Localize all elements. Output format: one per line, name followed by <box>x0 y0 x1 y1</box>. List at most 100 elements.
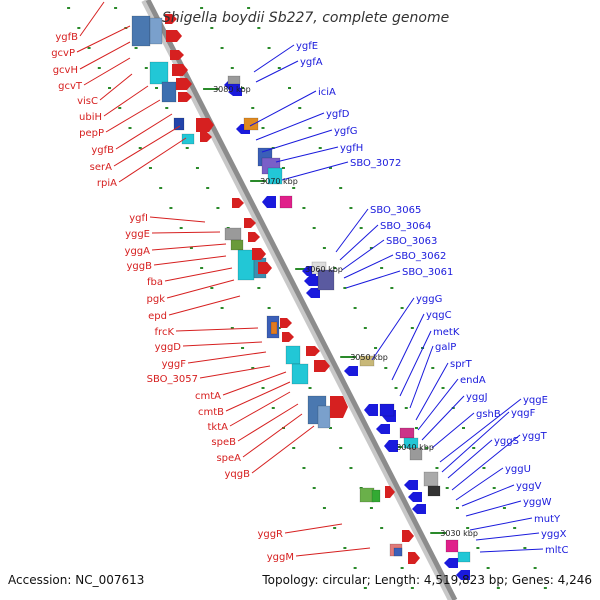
gene-label-right: yqgF <box>511 408 536 419</box>
gene-block <box>173 117 185 131</box>
ruler-label: 3070 kbp <box>260 177 298 186</box>
connector-left <box>182 341 263 347</box>
connector-right <box>335 208 369 253</box>
gene-arrow <box>178 92 192 102</box>
gene-arrow <box>248 232 260 242</box>
gene-label-right: endA <box>460 375 486 386</box>
gene-arrow <box>384 440 398 452</box>
gene-block <box>181 133 195 145</box>
gene-block <box>423 471 439 487</box>
gene-arrow <box>456 570 470 580</box>
gene-label-right: metK <box>433 327 460 338</box>
gene-label-left: epd <box>148 311 167 322</box>
connector-right <box>451 434 521 491</box>
gene-arrow <box>172 64 188 76</box>
connector-left <box>242 413 303 458</box>
gene-label-left: frcK <box>155 327 175 338</box>
connector-left <box>79 1 105 37</box>
gene-arrow <box>200 132 212 142</box>
gene-arrow <box>166 30 182 42</box>
connector-left <box>222 371 287 396</box>
connector-right <box>461 484 515 507</box>
gene-block <box>279 195 293 209</box>
gene-arrow <box>364 404 378 416</box>
connector-left <box>199 365 271 379</box>
connector-left <box>113 125 181 167</box>
connector-right <box>341 239 385 271</box>
gene-block <box>291 363 309 385</box>
gene-label-right: yggJ <box>466 392 488 403</box>
connector-right <box>409 345 434 409</box>
connector-right <box>479 548 544 553</box>
gene-arrow <box>376 424 390 434</box>
map-title: Shigella boydii Sb227, complete genome <box>162 10 449 26</box>
backbone-line <box>145 0 458 600</box>
connector-right <box>391 313 425 381</box>
gene-arrow <box>408 492 422 502</box>
gene-label-right: SBO_3062 <box>395 251 446 262</box>
gene-block <box>317 269 335 291</box>
gene-label-left: fba <box>147 277 163 288</box>
gene-label-right: ygfA <box>300 57 323 68</box>
gene-label-right: ygfD <box>326 109 350 120</box>
gene-arrow <box>306 288 320 298</box>
connector-left <box>166 279 235 299</box>
connector-right <box>275 146 339 163</box>
ruler-label: 3050 kbp <box>350 353 388 362</box>
gene-label-right: mutY <box>534 514 561 525</box>
gene-block <box>267 167 283 185</box>
connector-right <box>431 412 475 449</box>
gene-block <box>131 15 151 47</box>
gene-label-left: yggD <box>155 342 182 353</box>
gene-arrow <box>170 50 184 60</box>
connector-right <box>441 411 510 473</box>
connector-right <box>455 467 504 501</box>
gene-block <box>427 485 441 497</box>
gene-label-left: rpiA <box>97 178 117 189</box>
gene-arrow <box>306 346 320 356</box>
connector-left <box>164 267 233 282</box>
gene-block <box>393 547 403 557</box>
gene-label-left: yqgB <box>225 469 251 480</box>
connector-right <box>417 378 459 431</box>
connector-left <box>284 523 343 534</box>
connector-left <box>251 425 315 474</box>
connector-left <box>168 295 241 316</box>
gene-arrow <box>412 504 426 514</box>
gene-arrow <box>280 318 292 328</box>
backbone <box>141 0 458 600</box>
connector-right <box>339 224 379 261</box>
gene-block <box>161 81 177 103</box>
gene-block <box>457 551 471 563</box>
gene-label-right: yggG <box>416 294 442 305</box>
gene-arrow <box>344 366 358 376</box>
gene-block <box>230 239 244 251</box>
genome-summary: Topology: circular; Length: 4,519,823 bp… <box>262 573 592 587</box>
gene-block <box>409 447 423 461</box>
connector-left <box>103 85 149 117</box>
gene-block <box>227 75 241 85</box>
gene-label-right: yggU <box>505 464 531 475</box>
gene-label-left: ygfI <box>129 213 148 224</box>
gene-label-left: speB <box>211 437 236 448</box>
connector-right <box>469 517 533 531</box>
connector-left <box>79 41 131 70</box>
gene-label-left: serA <box>90 162 112 173</box>
gene-label-right: yggX <box>541 529 567 540</box>
gene-label-left: yggM <box>267 552 294 563</box>
ruler-label: 3040 kbp <box>396 443 434 452</box>
gene-block <box>379 403 395 417</box>
gene-label-left: cmtA <box>195 391 221 402</box>
gene-arrow <box>252 248 266 260</box>
gene-block <box>317 405 331 429</box>
connector-right <box>255 60 299 83</box>
gene-arrow <box>232 198 244 208</box>
gene-label-left: gcvP <box>51 48 75 59</box>
connector-right <box>261 129 333 153</box>
connector-left <box>151 243 227 251</box>
gene-label-left: gcvT <box>58 81 83 92</box>
connector-left <box>187 351 267 364</box>
connector-right <box>475 532 540 541</box>
